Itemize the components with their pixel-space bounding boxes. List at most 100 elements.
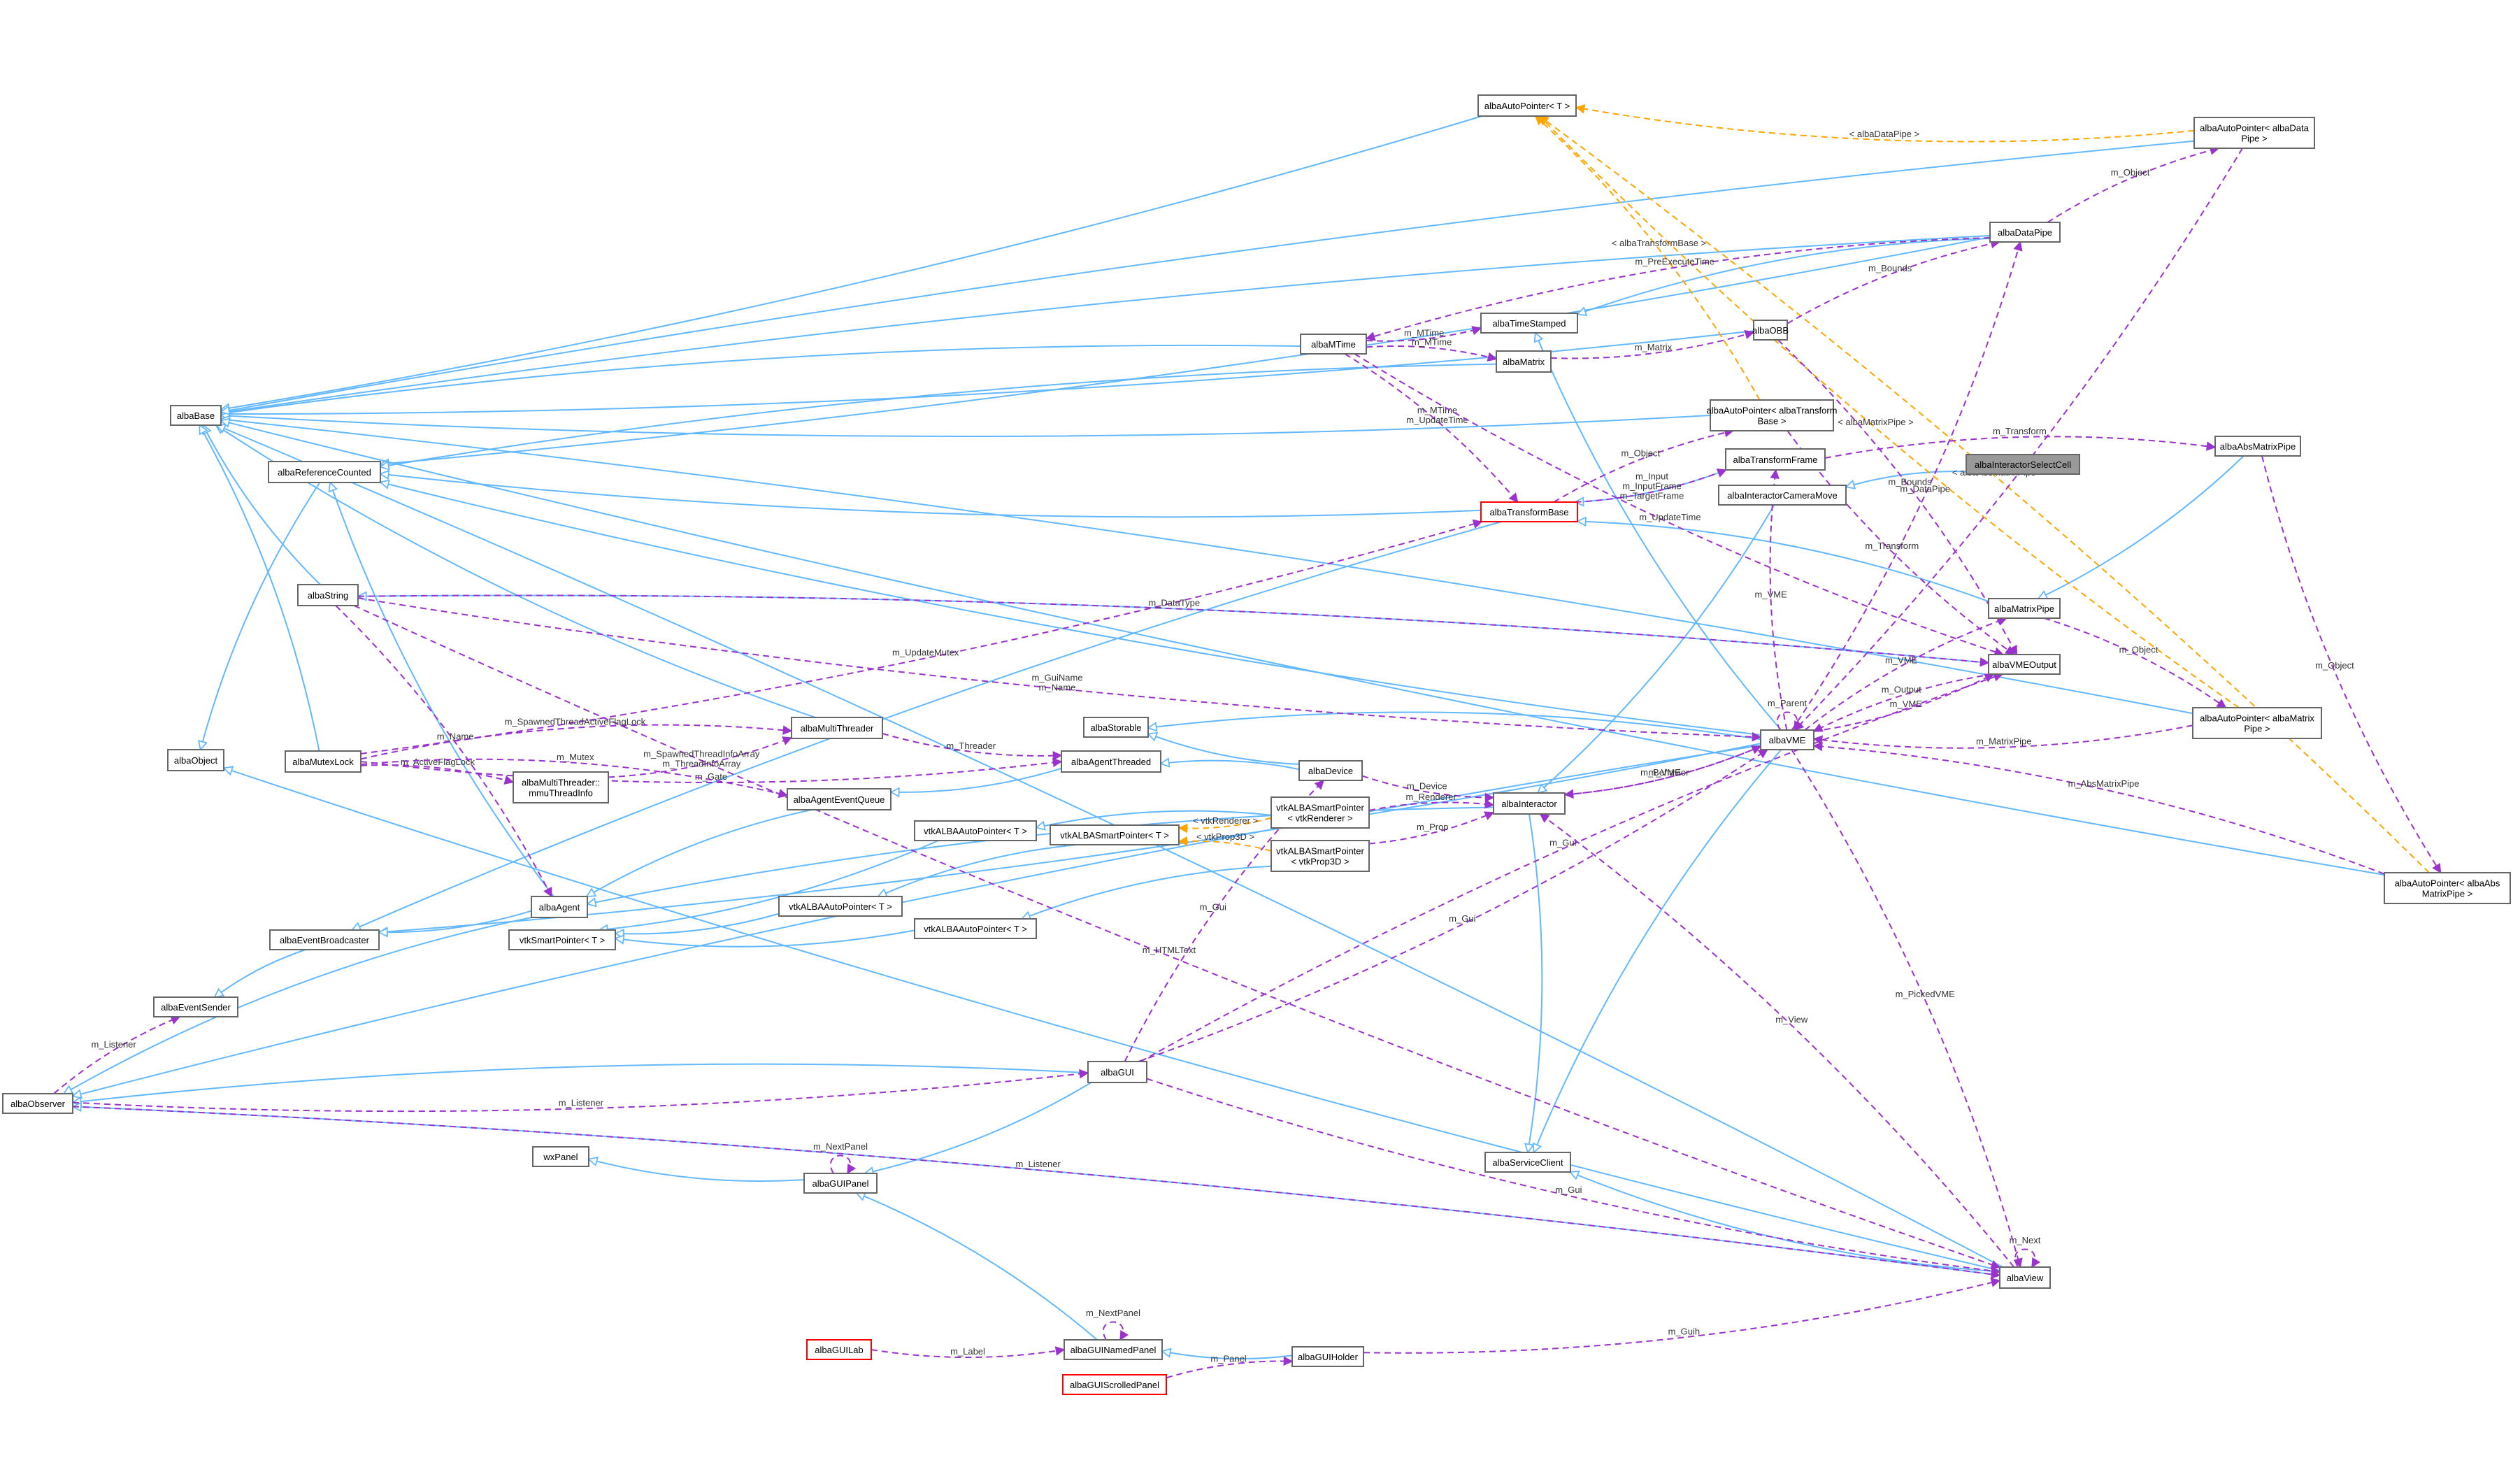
edge-label: m_AbsMatrixPipe (2068, 778, 2140, 789)
node-label: albaString (308, 590, 349, 601)
node-albaVMEOutput[interactable]: albaVMEOutput (1988, 654, 2061, 675)
node-albaOBB[interactable]: albaOBB (1752, 320, 1789, 341)
edge-path (330, 483, 554, 897)
node-albaDevice[interactable]: albaDevice (1298, 760, 1363, 781)
node-label: albaServiceClient (1492, 1157, 1563, 1168)
node-wxPanel[interactable]: wxPanel (532, 1146, 589, 1167)
node-vtkALBAAutoPointerT2[interactable]: vtkALBAAutoPointer< T > (778, 896, 903, 917)
node-label: albaTransformBase (1490, 507, 1569, 517)
node-label: vtkALBAAutoPointer< T > (924, 826, 1027, 836)
edge-label: m_Output (1882, 685, 1921, 695)
node-albaGUIScrolledPanel[interactable]: albaGUIScrolledPanel (1062, 1374, 1167, 1395)
edge-label: m_Gate (695, 771, 727, 782)
edge-path (1354, 353, 2003, 655)
edge-label: m_Bounds (1888, 476, 1932, 487)
node-vtkALBAAutoPointerT3[interactable]: vtkALBAAutoPointer< T > (914, 918, 1037, 939)
node-albaStorable[interactable]: albaStorable (1083, 717, 1149, 738)
node-vtkALBASmartPointerProp3D[interactable]: vtkALBASmartPointer< vtkProp3D > (1270, 840, 1370, 872)
node-albaTimeStamped[interactable]: albaTimeStamped (1480, 313, 1578, 334)
node-albaMultiThreaderThreadInfo[interactable]: albaMultiThreader::mmuThreadInfo (513, 771, 609, 803)
node-albaGUIPanel[interactable]: albaGUIPanel (803, 1173, 878, 1194)
node-albaEventSender[interactable]: albaEventSender (153, 996, 238, 1017)
edge-path (353, 605, 2000, 1268)
node-albaAutoPointerAbsMatrixPipe[interactable]: albaAutoPointer< albaAbsMatrixPipe > (2384, 872, 2511, 904)
node-albaGUIHolder[interactable]: albaGUIHolder (1291, 1346, 1364, 1367)
node-albaAbsMatrixPipe[interactable]: albaAbsMatrixPipe (2214, 436, 2301, 457)
node-albaBase[interactable]: albaBase (170, 405, 222, 426)
edge-path (1540, 116, 2240, 708)
node-albaMultiThreader[interactable]: albaMultiThreader (791, 717, 883, 739)
node-albaTransformBase[interactable]: albaTransformBase (1480, 501, 1578, 522)
node-label: vtkALBAAutoPointer< T > (789, 901, 892, 912)
node-albaMatrixPipe[interactable]: albaMatrixPipe (1988, 598, 2061, 619)
node-albaGUINamedPanel[interactable]: albaGUINamedPanel (1064, 1339, 1163, 1360)
edge-label: m_Object (1621, 448, 1661, 459)
node-label: albaTimeStamped (1492, 318, 1566, 329)
edge-albaVME-to-albaEventBroadcaster (379, 743, 1761, 932)
node-box (269, 929, 380, 950)
node-albaAgent[interactable]: albaAgent (531, 896, 588, 918)
node-albaGUILab[interactable]: albaGUILab (806, 1339, 872, 1360)
node-albaInteractor[interactable]: albaInteractor (1493, 792, 1566, 815)
node-albaInteractorCameraMove[interactable]: albaInteractorCameraMove (1718, 485, 1847, 506)
node-box (285, 750, 361, 773)
edge-label: m_Gui (1200, 902, 1226, 913)
edge-path (1814, 746, 2385, 875)
node-albaReferenceCounted[interactable]: albaReferenceCounted (268, 461, 381, 483)
node-albaView[interactable]: albaView (1999, 1266, 2051, 1289)
node-albaMatrix[interactable]: albaMatrix (1496, 350, 1552, 373)
edge-path (201, 482, 321, 750)
edge-albaGUI-to-albaVME: m_Gui (1138, 749, 1768, 1062)
edge-albaInteractorSelectCell-to-albaInteractorCameraMove (1846, 471, 1967, 487)
node-albaAutoPointerT[interactable]: albaAutoPointer< T > (1477, 94, 1577, 117)
edge-label: m_VME (1890, 699, 1923, 709)
edge-path (380, 236, 1991, 464)
node-label: albaGUILab (815, 1345, 863, 1355)
node-albaAutoPointerMatrixPipe[interactable]: albaAutoPointer< albaMatrixPipe > (2192, 707, 2322, 739)
node-albaServiceClient[interactable]: albaServiceClient (1484, 1152, 1571, 1173)
edge-albaAgent-to-albaObserver (64, 917, 532, 1094)
node-albaAgentEventQueue[interactable]: albaAgentEventQueue (787, 788, 892, 810)
node-albaAutoPointerTransformBase[interactable]: albaAutoPointer< albaTransformBase > (1706, 399, 1838, 431)
node-albaVME[interactable]: albaVME (1760, 729, 1814, 750)
edge-path (1804, 618, 2007, 731)
node-vtkALBASmartPointerRenderer[interactable]: vtkALBASmartPointer< vtkRenderer > (1270, 796, 1370, 829)
node-albaAutoPointerDataPipe[interactable]: albaAutoPointer< albaDataPipe > (2193, 117, 2315, 149)
node-albaDataPipe[interactable]: albaDataPipe (1989, 222, 2061, 243)
node-albaObserver[interactable]: albaObserver (2, 1093, 73, 1114)
node-albaGUI[interactable]: albaGUI (1087, 1061, 1147, 1083)
node-vtkSmartPointerT[interactable]: vtkSmartPointer< T > (508, 929, 616, 950)
node-albaTransformFrame[interactable]: albaTransformFrame (1725, 448, 1826, 471)
edges-layer: < albaDataPipe >< albaAbsMatrixPipe >< a… (53, 108, 2442, 1379)
edge-label: m_MatrixPipe (1976, 736, 2031, 747)
node-vtkALBASmartPointerT[interactable]: vtkALBASmartPointer< T > (1050, 824, 1180, 845)
node-label: albaObserver (10, 1099, 66, 1109)
edge-path (878, 844, 1078, 896)
edge-path (221, 140, 2195, 412)
node-albaMTime[interactable]: albaMTime (1300, 334, 1367, 355)
node-label: albaStorable (1091, 722, 1142, 733)
node-box (1725, 448, 1826, 471)
node-albaString[interactable]: albaString (297, 584, 359, 606)
edge-albaDataPipe-to-albaReferenceCounted (380, 236, 1991, 464)
edge-label: m_Listener (91, 1039, 136, 1050)
edge-path (53, 1017, 180, 1094)
node-albaObject[interactable]: albaObject (167, 749, 224, 771)
edge-albaDataPipe-to-albaTimeStamped (1577, 238, 1991, 314)
node-label: vtkALBASmartPointer< T > (1060, 830, 1169, 841)
node-albaMutexLock[interactable]: albaMutexLock (285, 750, 361, 773)
node-box (1999, 1266, 2051, 1289)
node-box (1477, 94, 1577, 117)
node-vtkALBAAutoPointerT1[interactable]: vtkALBAAutoPointer< T > (914, 820, 1037, 841)
node-label: Pipe > (2244, 724, 2270, 734)
node-albaAgentThreaded[interactable]: albaAgentThreaded (1061, 750, 1161, 773)
edge-label: m_Object (2315, 660, 2354, 671)
edge-albaView-to-albaView: m_Next (2010, 1235, 2041, 1267)
edge-vtkALBASmartPointerT-to-vtkALBAAutoPointerT2 (878, 844, 1078, 896)
edge-path (1366, 328, 1481, 342)
edge-albaMatrix-to-albaReferenceCounted (380, 363, 1497, 467)
node-label: albaDataPipe (1998, 227, 2052, 238)
edge-path (1577, 238, 1991, 314)
node-albaEventBroadcaster[interactable]: albaEventBroadcaster (269, 929, 380, 950)
